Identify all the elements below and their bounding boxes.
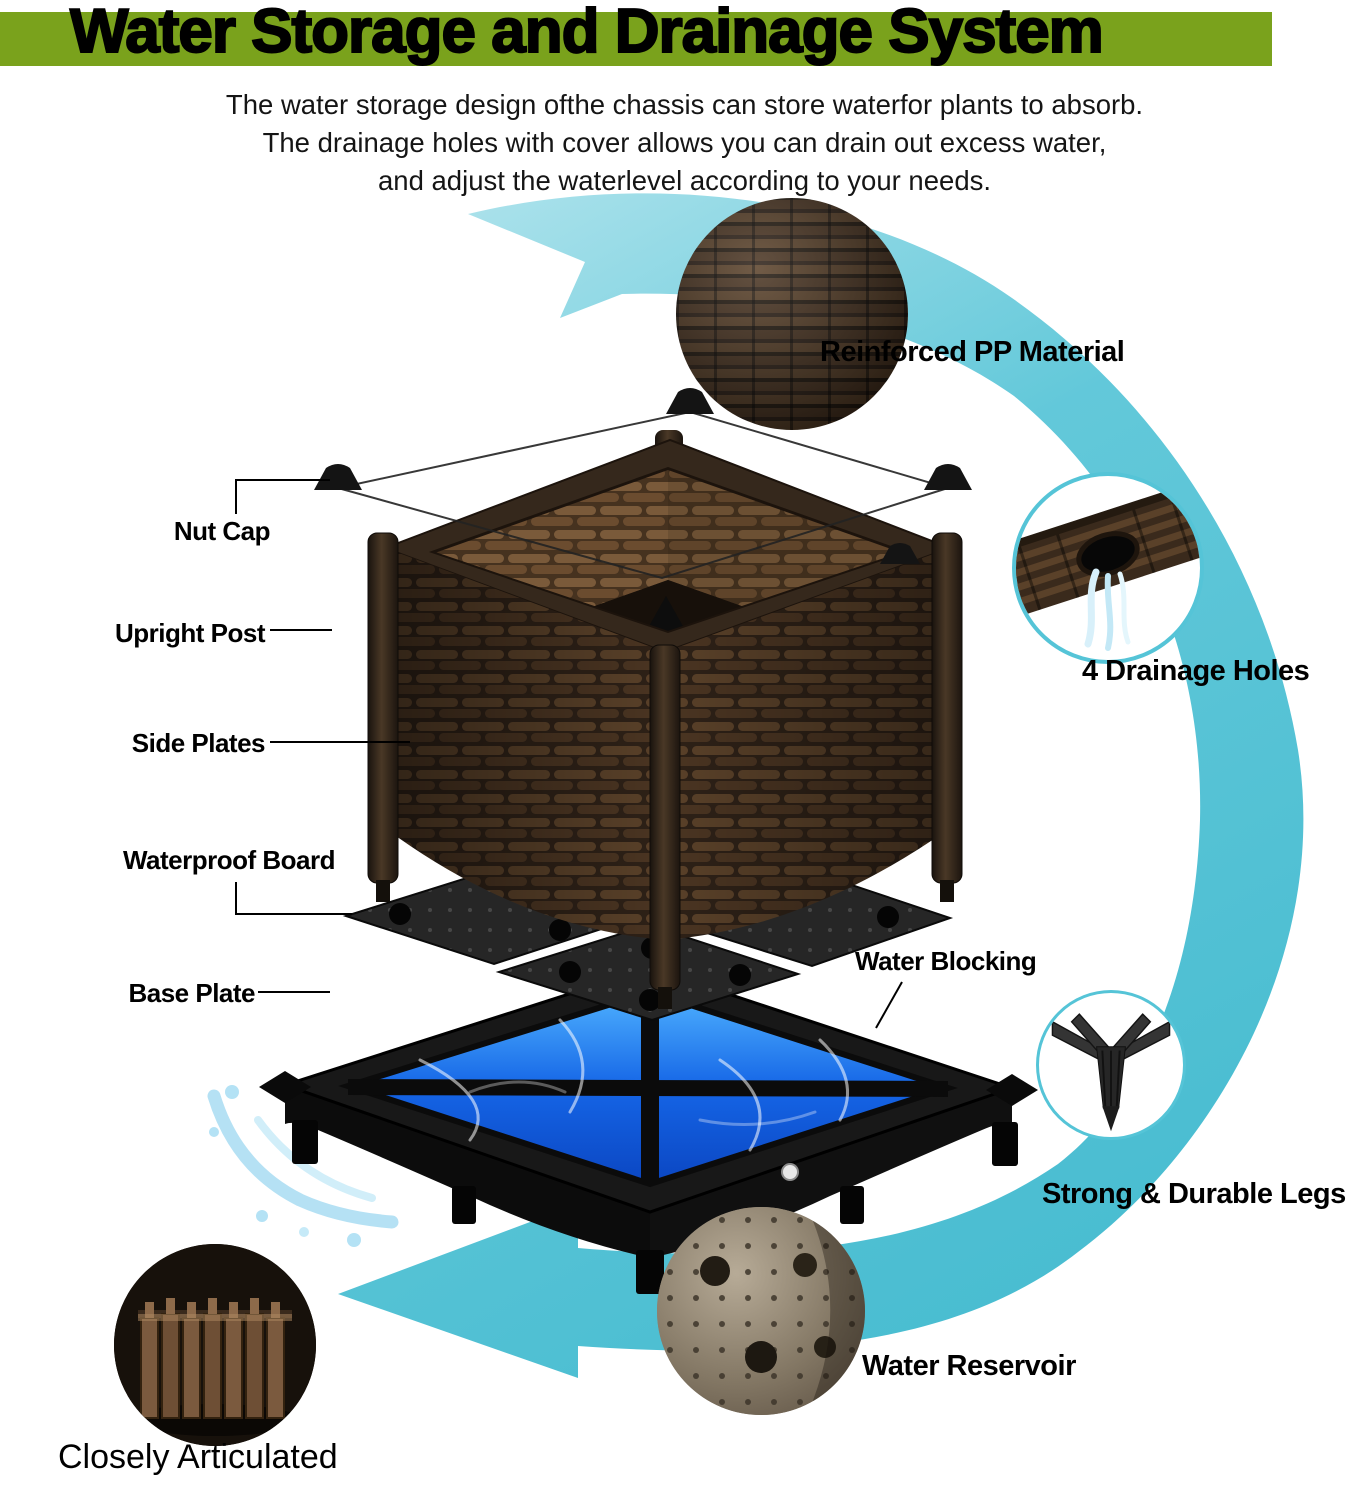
label-upright-post: Upright Post [115,618,266,648]
label-connectors [235,479,903,1029]
description-text: The water storage design ofthe chassis c… [0,86,1369,200]
description-line-1: The water storage design ofthe chassis c… [225,89,1144,120]
label-side-plates: Side Plates [131,728,266,758]
description-line-3: and adjust the waterlevel according to y… [377,165,992,196]
drain-plug-icon [781,1163,799,1181]
label-pp-material: Reinforced PP Material [820,336,1125,368]
water-reservoir-closeup [657,1207,865,1415]
label-waterproof-board: Waterproof Board [122,845,336,875]
base-plate-tray [259,954,1038,1294]
title-bar [0,12,1272,66]
label-drainage-holes: 4 Drainage Holes [1082,655,1310,687]
water-highlights [418,1018,849,1152]
upright-posts [367,532,963,1009]
drainage-hole-closeup [1012,472,1204,664]
page-title: Water Storage and Drainage System [69,0,1105,67]
label-water-blocking: Water Blocking [855,946,1037,976]
label-water-reservoir: Water Reservoir [862,1350,1076,1382]
nut-caps [314,388,972,564]
pouring-water-icon [1084,568,1131,651]
description-line-2: The drainage holes with cover allows you… [262,127,1107,158]
flow-arrow [338,193,1304,1378]
articulated-plates-closeup [114,1244,316,1446]
label-nut-cap: Nut Cap [173,516,271,546]
label-closely-articulated: Closely Articulated [58,1438,338,1476]
water-splash-icon [207,1085,399,1247]
label-durable-legs: Strong & Durable Legs [1042,1178,1346,1210]
durable-leg-closeup [1036,990,1186,1140]
pp-material-closeup [676,198,908,430]
label-base-plate: Base Plate [128,978,255,1008]
planter-box [314,388,972,1009]
